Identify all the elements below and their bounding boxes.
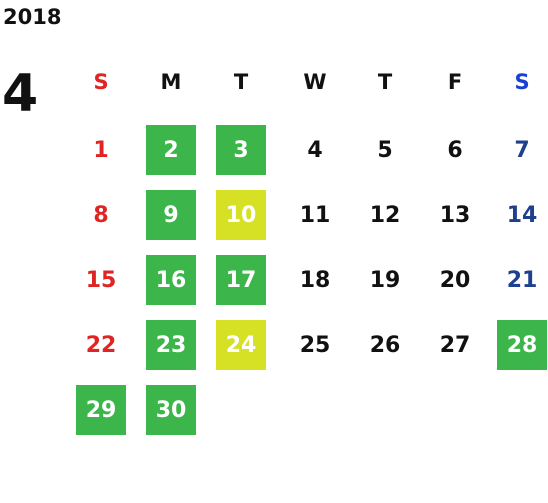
day-cell[interactable]: 12 [369,202,401,228]
day-cell[interactable]: 24 [216,320,266,370]
day-cell[interactable]: 2 [146,125,196,175]
weekday-sun: S [93,70,109,94]
day-cell[interactable]: 18 [299,267,331,293]
day-cell[interactable]: 23 [146,320,196,370]
day-cell[interactable]: 13 [439,202,471,228]
day-cell[interactable]: 26 [369,332,401,358]
day-cell[interactable]: 9 [146,190,196,240]
day-cell[interactable]: 17 [216,255,266,305]
day-cell[interactable]: 27 [439,332,471,358]
day-cell[interactable]: 16 [146,255,196,305]
day-cell[interactable]: 19 [369,267,401,293]
day-cell[interactable]: 4 [307,137,323,163]
day-cell[interactable]: 15 [85,267,117,293]
day-cell[interactable]: 20 [439,267,471,293]
weekday-wed: W [303,70,327,94]
day-cell[interactable]: 29 [76,385,126,435]
day-cell[interactable]: 30 [146,385,196,435]
weekday-tue: T [233,70,249,94]
day-cell[interactable]: 11 [299,202,331,228]
day-cell[interactable]: 22 [85,332,117,358]
day-cell[interactable]: 10 [216,190,266,240]
weekday-mon: M [160,70,182,94]
weekday-thu: T [377,70,393,94]
day-cell[interactable]: 1 [93,137,109,163]
year-label: 2018 [3,5,62,29]
day-cell[interactable]: 3 [216,125,266,175]
day-cell[interactable]: 7 [514,137,530,163]
day-cell[interactable]: 14 [506,202,538,228]
weekday-fri: F [447,70,463,94]
day-cell[interactable]: 5 [377,137,393,163]
day-cell[interactable]: 6 [447,137,463,163]
weekday-sat: S [514,70,530,94]
day-cell[interactable]: 8 [93,202,109,228]
day-cell[interactable]: 28 [497,320,547,370]
day-cell[interactable]: 21 [506,267,538,293]
month-label: 4 [2,64,39,124]
day-cell[interactable]: 25 [299,332,331,358]
